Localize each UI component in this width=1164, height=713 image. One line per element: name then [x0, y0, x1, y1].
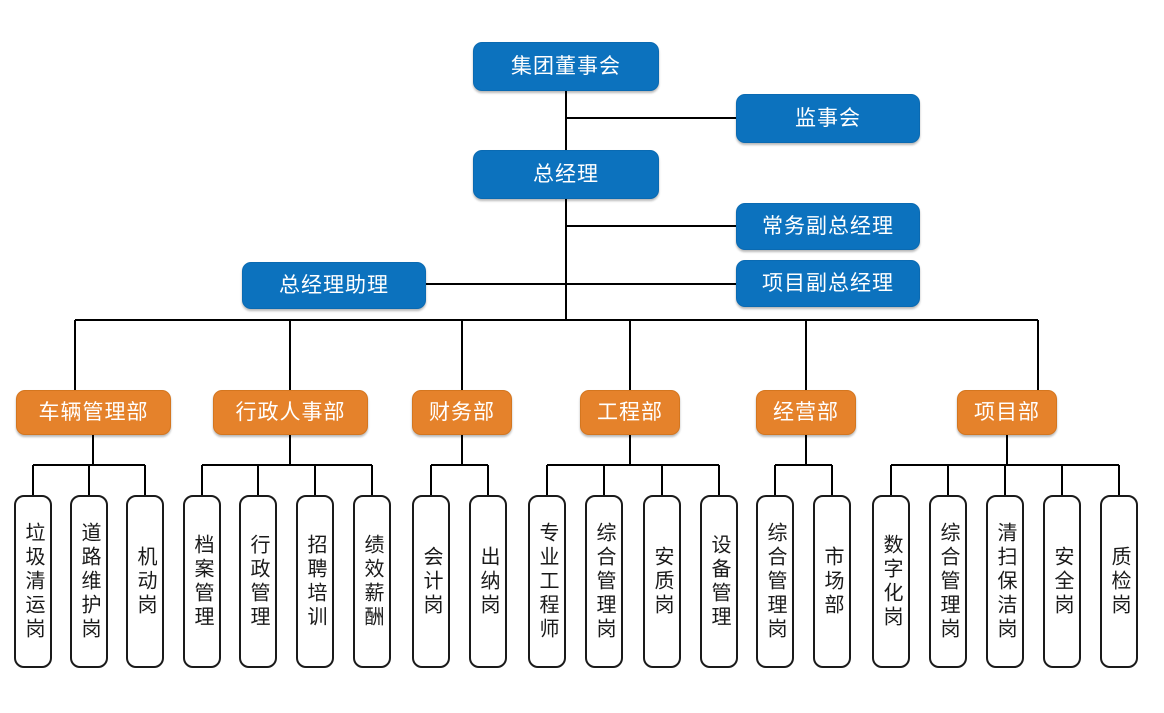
node-position-cleaning[interactable]: 清扫保洁岗 — [986, 495, 1024, 668]
node-project-vice-gm[interactable]: 项目副总经理 — [736, 260, 920, 307]
node-position-admin-manage[interactable]: 行政管理 — [239, 495, 277, 668]
node-department-finance[interactable]: 财务部 — [412, 390, 512, 435]
node-board[interactable]: 集团董事会 — [473, 42, 659, 91]
node-position-road-maintain[interactable]: 道路维护岗 — [70, 495, 108, 668]
node-position-admin-manage-label: 行政管理 — [247, 533, 269, 630]
node-position-road-maintain-label: 道路维护岗 — [78, 521, 100, 642]
node-department-project[interactable]: 项目部 — [957, 390, 1057, 435]
node-department-engineering[interactable]: 工程部 — [580, 390, 680, 435]
node-department-finance-label: 财务部 — [429, 400, 495, 424]
node-position-market-dept-label: 市场部 — [821, 545, 843, 618]
node-supervisors-label: 监事会 — [795, 106, 861, 130]
node-position-performance-pay[interactable]: 绩效薪酬 — [353, 495, 391, 668]
node-gm-assistant-label: 总经理助理 — [279, 273, 389, 297]
node-position-waste-transport-label: 垃圾清运岗 — [22, 521, 44, 642]
node-department-project-label: 项目部 — [974, 400, 1040, 424]
node-department-operation-label: 经营部 — [773, 400, 839, 424]
node-position-recruit-train-label: 招聘培训 — [304, 533, 326, 630]
node-position-cashier[interactable]: 出纳岗 — [469, 495, 507, 668]
node-executive-vice-gm[interactable]: 常务副总经理 — [736, 203, 920, 250]
node-position-safety-quality-label: 安质岗 — [651, 545, 673, 618]
node-position-eng-general-mgmt[interactable]: 综合管理岗 — [585, 495, 623, 668]
node-department-vehicle-label: 车辆管理部 — [38, 400, 149, 424]
node-supervisors[interactable]: 监事会 — [736, 94, 920, 143]
node-position-equipment-mgmt-label: 设备管理 — [708, 533, 730, 630]
node-position-archive-manage-label: 档案管理 — [191, 533, 213, 630]
node-position-market-dept[interactable]: 市场部 — [813, 495, 851, 668]
node-project-vice-gm-label: 项目副总经理 — [762, 271, 894, 295]
node-department-admin-hr-label: 行政人事部 — [235, 400, 346, 424]
node-position-cashier-label: 出纳岗 — [477, 545, 499, 618]
node-gm-assistant[interactable]: 总经理助理 — [242, 262, 426, 309]
node-position-accounting[interactable]: 会计岗 — [412, 495, 450, 668]
node-position-digitalization-label: 数字化岗 — [880, 533, 902, 630]
node-board-label: 集团董事会 — [511, 54, 621, 78]
node-position-pro-engineer-label: 专业工程师 — [536, 521, 558, 642]
node-general-manager-label: 总经理 — [533, 162, 599, 186]
node-position-accounting-label: 会计岗 — [420, 545, 442, 618]
node-department-operation[interactable]: 经营部 — [756, 390, 856, 435]
node-position-digitalization[interactable]: 数字化岗 — [872, 495, 910, 668]
node-position-pro-engineer[interactable]: 专业工程师 — [528, 495, 566, 668]
node-position-waste-transport[interactable]: 垃圾清运岗 — [14, 495, 52, 668]
node-position-recruit-train[interactable]: 招聘培训 — [296, 495, 334, 668]
node-position-pj-general-mgmt-label: 综合管理岗 — [937, 521, 959, 642]
node-position-op-general-mgmt-label: 综合管理岗 — [764, 521, 786, 642]
node-department-admin-hr[interactable]: 行政人事部 — [213, 390, 368, 435]
node-position-mobile-duty[interactable]: 机动岗 — [126, 495, 164, 668]
node-position-performance-pay-label: 绩效薪酬 — [361, 533, 383, 630]
node-general-manager[interactable]: 总经理 — [473, 150, 659, 199]
node-position-equipment-mgmt[interactable]: 设备管理 — [700, 495, 738, 668]
node-position-pj-general-mgmt[interactable]: 综合管理岗 — [929, 495, 967, 668]
node-position-mobile-duty-label: 机动岗 — [134, 545, 156, 618]
node-position-archive-manage[interactable]: 档案管理 — [183, 495, 221, 668]
node-position-cleaning-label: 清扫保洁岗 — [994, 521, 1016, 642]
node-position-safety-post[interactable]: 安全岗 — [1043, 495, 1081, 668]
node-position-op-general-mgmt[interactable]: 综合管理岗 — [756, 495, 794, 668]
node-position-safety-quality[interactable]: 安质岗 — [643, 495, 681, 668]
node-department-engineering-label: 工程部 — [597, 400, 663, 424]
node-position-quality-check-label: 质检岗 — [1108, 545, 1130, 618]
node-position-eng-general-mgmt-label: 综合管理岗 — [593, 521, 615, 642]
node-executive-vice-gm-label: 常务副总经理 — [762, 214, 894, 238]
node-department-vehicle[interactable]: 车辆管理部 — [16, 390, 171, 435]
node-position-quality-check[interactable]: 质检岗 — [1100, 495, 1138, 668]
node-position-safety-post-label: 安全岗 — [1051, 545, 1073, 618]
